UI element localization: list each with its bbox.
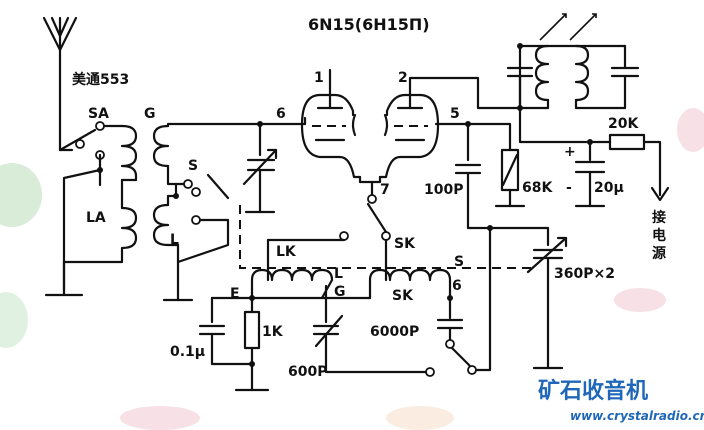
sk-switch-arm	[366, 202, 388, 234]
label-gang-cap: 360P×2	[554, 266, 615, 282]
label-sa: SA	[88, 106, 109, 122]
label-cap-100p: 100P	[424, 182, 463, 198]
label-s-gang: S	[454, 254, 464, 270]
label-cap-600p: 600P	[288, 364, 327, 380]
label-res-1k: 1K	[262, 324, 284, 340]
tube-title: 6N15(6H15П)	[308, 15, 430, 34]
power-label-1: 接	[652, 209, 666, 226]
label-res-68k: 68K	[522, 180, 553, 196]
label-pin7: 7	[380, 182, 390, 198]
label-lk-coil: LK	[276, 244, 297, 260]
label-la: LA	[86, 210, 106, 226]
label-pin6: 6	[276, 106, 286, 122]
tube-6n15	[300, 78, 440, 179]
label-res-20k: 20K	[608, 116, 639, 132]
label-l-coil: L	[170, 232, 179, 248]
s-switch-arm	[206, 173, 230, 200]
label-pin6b: 6	[452, 278, 462, 294]
antenna-icon	[42, 16, 78, 152]
label-cap-6000p: 6000P	[370, 324, 419, 340]
label-sk-switch: SK	[394, 236, 416, 252]
label-lg-l: L	[334, 266, 343, 282]
power-label-2: 电	[652, 227, 666, 244]
sk2-switch-arm	[450, 346, 472, 368]
label-cap-minus: -	[566, 180, 572, 196]
label-sk-coil: SK	[392, 288, 414, 304]
watermark-decor	[0, 108, 704, 430]
sa-switch-arm	[58, 128, 97, 152]
label-pin1: 1	[314, 70, 324, 86]
label-s-switch: S	[188, 158, 198, 174]
label-cap-plus: +	[564, 144, 576, 160]
label-cap-20u: 20μ	[594, 180, 624, 196]
label-lg-g: G	[334, 284, 346, 300]
label-g-top: G	[144, 106, 156, 122]
label-cap-01u: 0.1μ	[170, 344, 205, 360]
label-pin5: 5	[450, 106, 460, 122]
watermark-url: www.crystalradio.cn	[570, 409, 704, 423]
power-label-3: 源	[652, 245, 666, 262]
label-pin2: 2	[398, 70, 408, 86]
label-e-node: E	[230, 286, 240, 302]
watermark-name: 矿石收音机	[538, 378, 648, 404]
coil-model-label: 美通553	[72, 71, 129, 88]
